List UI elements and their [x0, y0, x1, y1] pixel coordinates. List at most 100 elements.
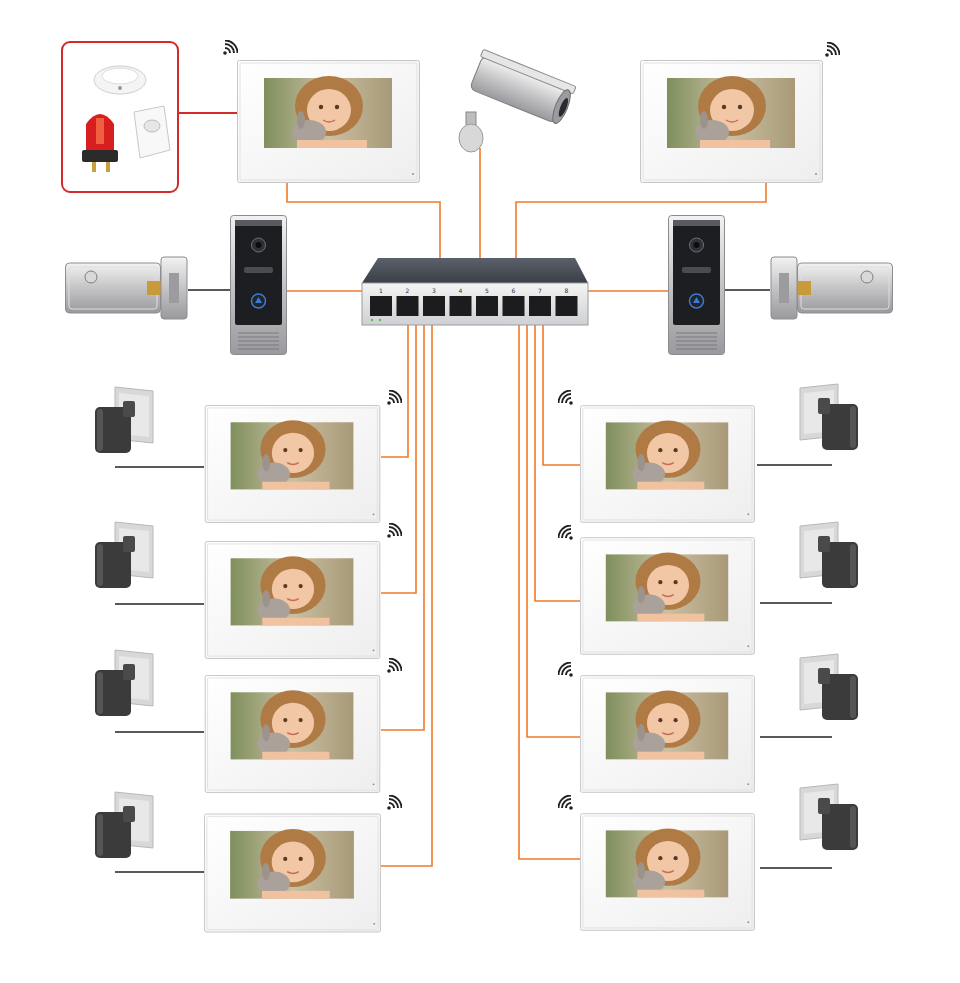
alarm-group-part	[94, 66, 146, 94]
intercom-illustration-part	[559, 391, 573, 405]
indoor-monitor	[580, 814, 754, 931]
alarm-group-part	[106, 162, 110, 172]
alarm-group-part	[86, 114, 114, 150]
network-cables-part	[519, 325, 580, 859]
wifi-icon	[825, 43, 839, 57]
indoor-monitor	[205, 541, 380, 658]
network-switch	[362, 258, 588, 325]
power-wires-part	[760, 867, 832, 869]
wifi-icon	[559, 796, 573, 810]
network-switch-part	[371, 319, 381, 321]
alarm-group-part	[134, 106, 170, 158]
electric-lock	[771, 257, 893, 319]
power-wires-part	[188, 289, 230, 291]
power-wires-part	[115, 603, 204, 605]
wifi-icon	[559, 663, 573, 677]
network-switch-part-part	[379, 319, 381, 321]
power-adapter	[800, 384, 858, 450]
wifi-icon	[387, 659, 401, 673]
alarm-group-part	[102, 68, 138, 84]
port-number: 2	[403, 287, 413, 294]
indoor-monitor	[205, 675, 380, 792]
cctv-camera-part	[459, 124, 483, 152]
indoor-monitor	[580, 676, 754, 793]
intercom-illustration-part	[559, 663, 573, 677]
power-adapter	[95, 387, 153, 453]
wifi-icon	[387, 796, 401, 810]
indoor-monitor	[580, 406, 754, 523]
rj45-ports	[370, 296, 578, 316]
door-station	[231, 216, 287, 355]
network-cables-part	[381, 325, 416, 593]
intercom-illustration-part	[559, 796, 573, 810]
indoor-monitor	[238, 61, 420, 183]
power-adapter	[800, 654, 858, 720]
network-cables-part	[287, 290, 362, 292]
alarm-group	[62, 42, 178, 192]
network-switch-part	[362, 258, 588, 283]
network-cables-part	[381, 325, 408, 457]
network-switch-part	[362, 283, 588, 325]
intercom-illustration-part	[800, 654, 858, 720]
cctv-camera-part	[468, 49, 576, 125]
power-wires	[115, 290, 832, 872]
rj45-ports-part	[397, 296, 419, 316]
port-number: 8	[562, 287, 572, 294]
rj45-ports-part	[556, 296, 578, 316]
alarm-group-part	[82, 150, 118, 162]
network-cables-part	[479, 148, 481, 258]
indoor-monitor	[205, 405, 380, 522]
wifi-icon	[387, 524, 401, 538]
intercom-illustration-part	[800, 384, 858, 450]
cctv-camera-part-part	[557, 97, 570, 118]
cctv-camera	[459, 49, 576, 152]
cctv-camera-part-part	[480, 49, 576, 94]
port-number: 7	[535, 287, 545, 294]
power-adapter	[95, 792, 153, 858]
power-adapter	[800, 522, 858, 588]
alarm-group-part	[144, 120, 160, 132]
power-adapter	[95, 522, 153, 588]
port-number: 1	[376, 287, 386, 294]
rj45-ports-part	[529, 296, 551, 316]
intercom-illustration-part	[800, 522, 858, 588]
alarm-wire	[178, 112, 237, 114]
network-cables-part	[535, 325, 580, 601]
port-number: 4	[456, 287, 466, 294]
wifi-icon	[223, 41, 237, 55]
power-wires-part	[757, 464, 832, 466]
rj45-ports-part	[476, 296, 498, 316]
network-cables-part	[381, 325, 432, 866]
power-wires-part	[760, 736, 832, 738]
electric-lock	[66, 257, 188, 319]
indoor-monitor	[204, 814, 380, 932]
power-wires-part	[115, 871, 204, 873]
indoor-monitor	[641, 61, 823, 183]
alarm-group-part	[62, 42, 178, 192]
power-wires-part	[760, 602, 832, 604]
port-number: 3	[429, 287, 439, 294]
intercom-illustration-part	[771, 257, 893, 319]
wifi-icon	[387, 391, 401, 405]
network-cables-part	[527, 325, 580, 737]
alarm-group-part	[118, 86, 122, 90]
network-cables-part	[588, 290, 668, 292]
network-cables-part	[287, 183, 440, 258]
power-adapter	[800, 784, 858, 850]
rj45-ports-part	[450, 296, 472, 316]
intercom-illustration-part	[800, 784, 858, 850]
wifi-icon	[559, 526, 573, 540]
intercom-illustration-part	[559, 526, 573, 540]
power-wires-part	[115, 466, 204, 468]
power-wires-part	[725, 289, 770, 291]
power-wires-part	[115, 731, 204, 733]
rj45-ports-part	[503, 296, 525, 316]
network-cables-part	[543, 325, 580, 465]
door-station	[669, 216, 725, 355]
port-number: 5	[482, 287, 492, 294]
rj45-ports-part	[423, 296, 445, 316]
network-switch-part-part	[371, 319, 373, 321]
